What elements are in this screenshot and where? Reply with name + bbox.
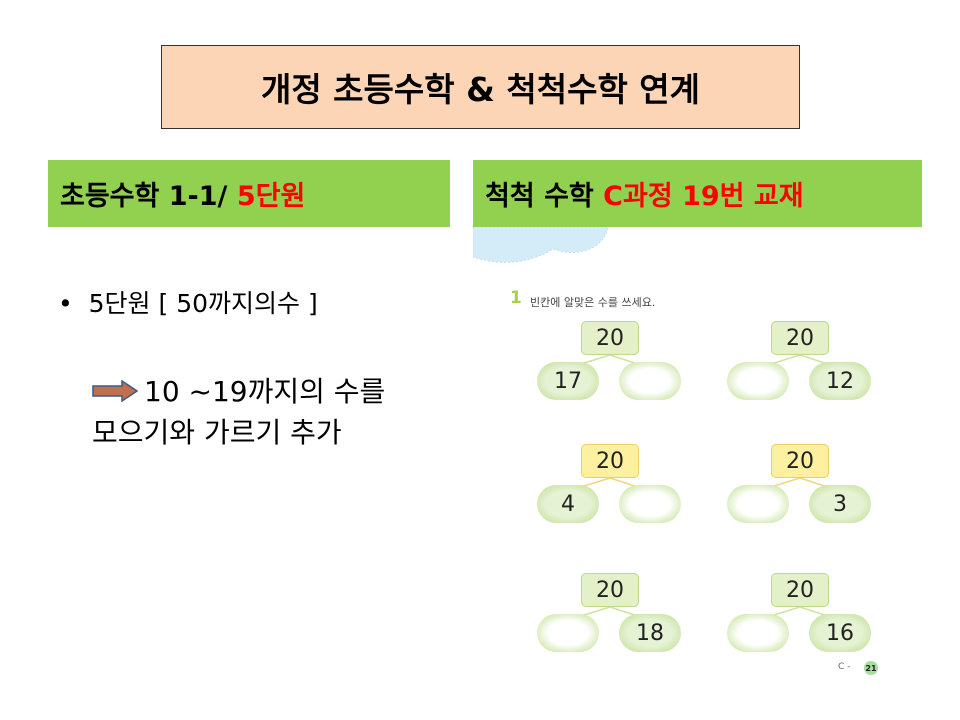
sub-line-2: 모으기와 가르기 추가 xyxy=(92,416,342,449)
left-section-header: 초등수학 1-1/ 5단원 xyxy=(48,160,450,227)
bullet-text: 5단원 [ 50까지의수 ] xyxy=(88,289,318,318)
part-cloud: 17 xyxy=(537,362,599,400)
right-arrow-icon xyxy=(92,373,139,413)
page-prefix: C - xyxy=(838,662,851,672)
total-box: 20 xyxy=(771,573,829,607)
part-cloud: 16 xyxy=(809,614,871,652)
page-number: 21 xyxy=(864,661,878,675)
total-box: 20 xyxy=(581,321,639,355)
left-header-highlight: 5단원 xyxy=(236,181,306,212)
total-box: 20 xyxy=(581,444,639,478)
part-cloud: 12 xyxy=(809,362,871,400)
cloud-decoration xyxy=(473,227,608,269)
right-header-highlight: C과정 19번 교재 xyxy=(603,181,804,212)
right-header-text: 척척 수학 xyxy=(485,181,604,212)
right-section-header: 척척 수학 C과정 19번 교재 xyxy=(473,160,922,227)
bullet-item: • 5단원 [ 50까지의수 ] xyxy=(58,284,318,320)
sub-note: 10 ~19까지의 수를 모으기와 가르기 추가 xyxy=(92,372,385,453)
blank-cloud-input[interactable] xyxy=(537,614,599,652)
exercise-instruction: 빈칸에 알맞은 수를 쓰세요. xyxy=(530,296,656,309)
blank-cloud-input[interactable] xyxy=(727,362,789,400)
slide-title: 개정 초등수학 & 척척수학 연계 xyxy=(161,45,800,129)
blank-cloud-input[interactable] xyxy=(619,485,681,523)
part-cloud: 18 xyxy=(619,614,681,652)
part-cloud: 4 xyxy=(537,485,599,523)
blank-cloud-input[interactable] xyxy=(727,485,789,523)
blank-cloud-input[interactable] xyxy=(727,614,789,652)
sub-line-1: 10 ~19까지의 수를 xyxy=(144,375,386,408)
total-box: 20 xyxy=(771,444,829,478)
total-box: 20 xyxy=(581,573,639,607)
total-box: 20 xyxy=(771,321,829,355)
part-cloud: 3 xyxy=(809,485,871,523)
left-header-text: 초등수학 1-1/ xyxy=(60,181,237,212)
blank-cloud-input[interactable] xyxy=(619,362,681,400)
bullet-dot: • xyxy=(58,289,89,318)
exercise-number: 1 xyxy=(510,288,522,308)
